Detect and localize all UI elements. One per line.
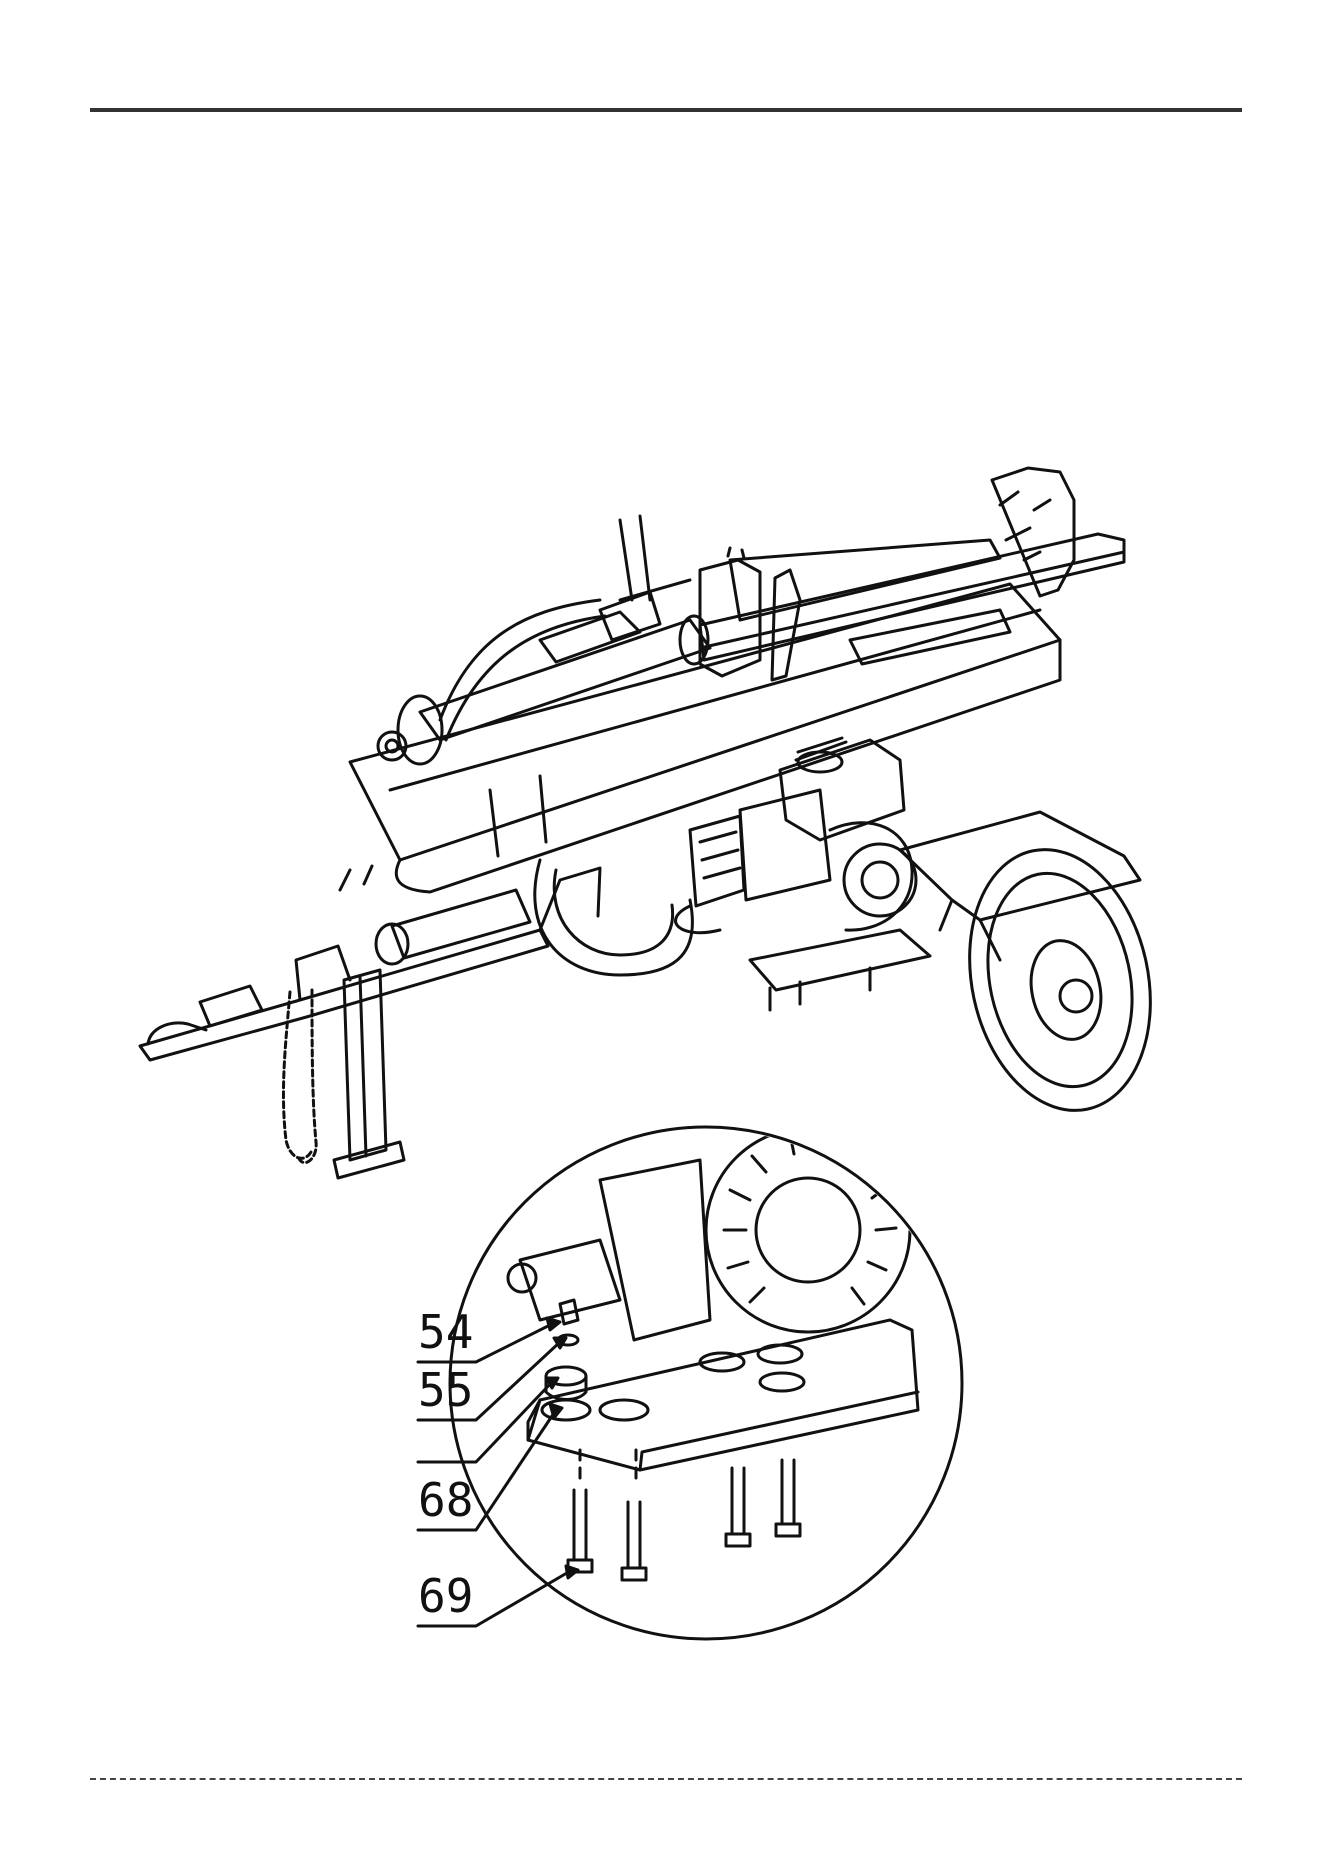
callout-54: 54 — [418, 1305, 473, 1359]
footer-rule — [90, 1778, 1242, 1780]
detail-view-engine-mount — [418, 1127, 962, 1639]
callout-68: 68 — [418, 1473, 473, 1527]
callout-69: 69 — [418, 1569, 473, 1623]
log-splitter-illustration — [140, 468, 1174, 1178]
callout-55: 55 — [418, 1363, 473, 1417]
